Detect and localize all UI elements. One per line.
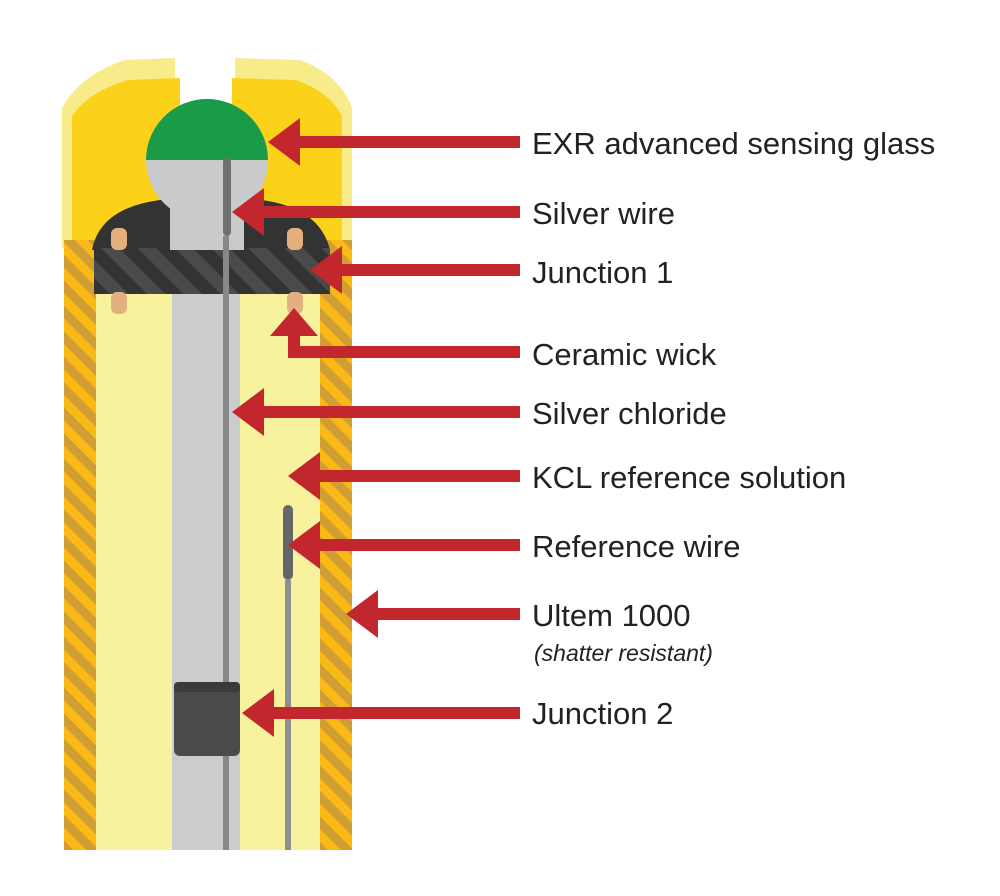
arrow-sensing-glass xyxy=(268,118,520,166)
junction-2-block xyxy=(174,682,240,756)
arrow-silver-wire xyxy=(232,188,520,236)
label-reference-wire: Reference wire xyxy=(532,529,740,564)
callout-arrows xyxy=(232,118,520,737)
label-sensing-glass: EXR advanced sensing glass xyxy=(532,126,935,161)
arrow-junction-1 xyxy=(310,246,520,294)
callout-labels: EXR advanced sensing glass Silver wire J… xyxy=(532,126,935,731)
arrow-ultem xyxy=(346,590,520,638)
glass-stem xyxy=(172,240,240,850)
junction-2-top xyxy=(174,682,240,692)
ceramic-wick-right-bottom xyxy=(287,292,303,314)
label-ceramic-wick: Ceramic wick xyxy=(532,337,717,372)
arrow-kcl-solution xyxy=(288,452,520,500)
label-kcl-solution: KCL reference solution xyxy=(532,460,846,495)
ceramic-wick-left-top xyxy=(111,228,127,250)
arrow-reference-wire xyxy=(288,521,520,569)
label-ultem-subtext: (shatter resistant) xyxy=(534,640,713,666)
arrow-silver-chloride xyxy=(232,388,520,436)
sensing-glass-bulb xyxy=(146,99,268,250)
housing-wall-left xyxy=(64,240,96,850)
silver-chloride-wire xyxy=(223,236,229,850)
silver-wire-line xyxy=(223,158,231,236)
label-junction-2: Junction 2 xyxy=(532,696,673,731)
junction-1-band xyxy=(94,248,330,294)
ceramic-wick-right-top xyxy=(287,228,303,250)
label-silver-wire: Silver wire xyxy=(532,196,675,231)
arrow-ceramic-wick xyxy=(270,308,520,358)
label-silver-chloride: Silver chloride xyxy=(532,396,727,431)
ceramic-wick-left-bottom xyxy=(111,292,127,314)
reference-wire-tip xyxy=(283,505,293,580)
label-ultem: Ultem 1000 xyxy=(532,598,691,633)
label-junction-1: Junction 1 xyxy=(532,255,673,290)
arrow-junction-2 xyxy=(242,689,520,737)
